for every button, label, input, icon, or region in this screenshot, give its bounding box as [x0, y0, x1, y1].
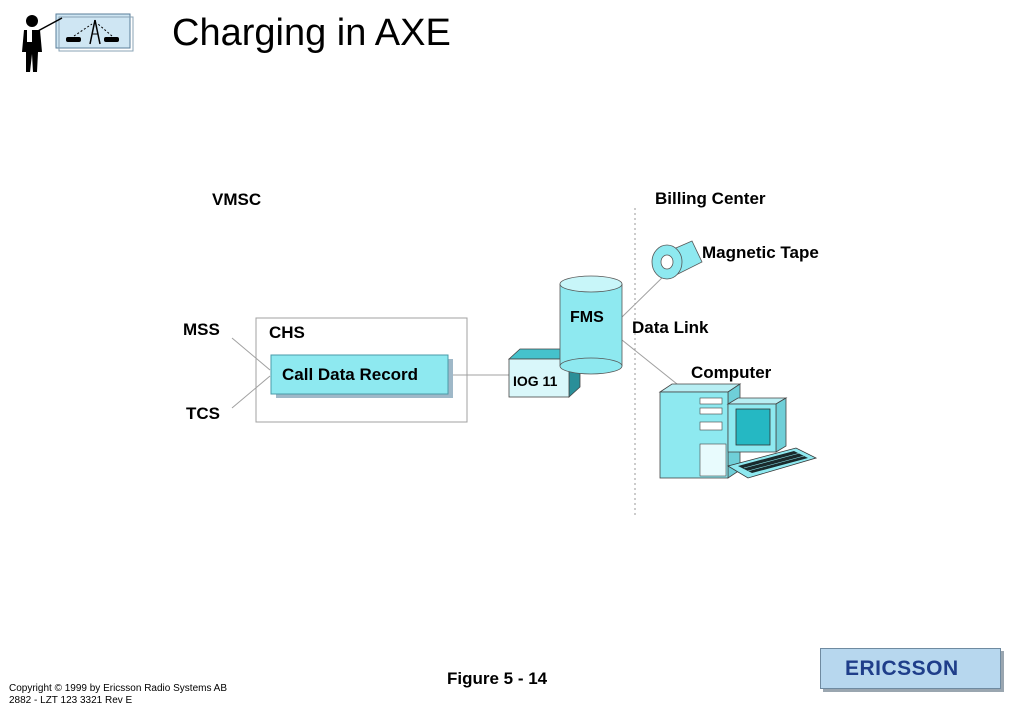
fms-label: FMS	[570, 309, 604, 326]
ericsson-logo: ERICSSON	[820, 648, 1001, 689]
data-link-label: Data Link	[632, 318, 709, 337]
magnetic-tape-icon	[651, 240, 703, 280]
fms-cylinder-top	[559, 275, 623, 293]
fms-cylinder-body	[560, 284, 622, 366]
logo-text: ERICSSON	[845, 657, 959, 680]
document-id: 2882 - LZT 123 3321 Rev E	[9, 695, 133, 706]
figure-caption: Figure 5 - 14	[447, 669, 548, 688]
call-data-record-label: Call Data Record	[282, 365, 419, 384]
mss-connector	[231, 337, 271, 371]
tcs-label: TCS	[186, 404, 220, 423]
computer-icon	[658, 383, 818, 479]
presenter-icon	[22, 13, 134, 72]
vmsc-label: VMSC	[212, 190, 262, 209]
mss-label: MSS	[183, 320, 220, 339]
magnetic-tape-label: Magnetic Tape	[702, 243, 819, 262]
computer-connector	[621, 339, 683, 389]
iog-label: IOG 11	[513, 373, 558, 389]
tcs-connector	[231, 375, 271, 409]
page-title: Charging in AXE	[172, 12, 451, 54]
chs-label: CHS	[269, 323, 305, 342]
billing-center-label: Billing Center	[655, 189, 766, 208]
computer-label: Computer	[691, 363, 772, 382]
copyright-text: Copyright © 1999 by Ericsson Radio Syste…	[9, 683, 228, 694]
tape-connector	[621, 271, 669, 318]
iog-box-front	[508, 358, 570, 398]
